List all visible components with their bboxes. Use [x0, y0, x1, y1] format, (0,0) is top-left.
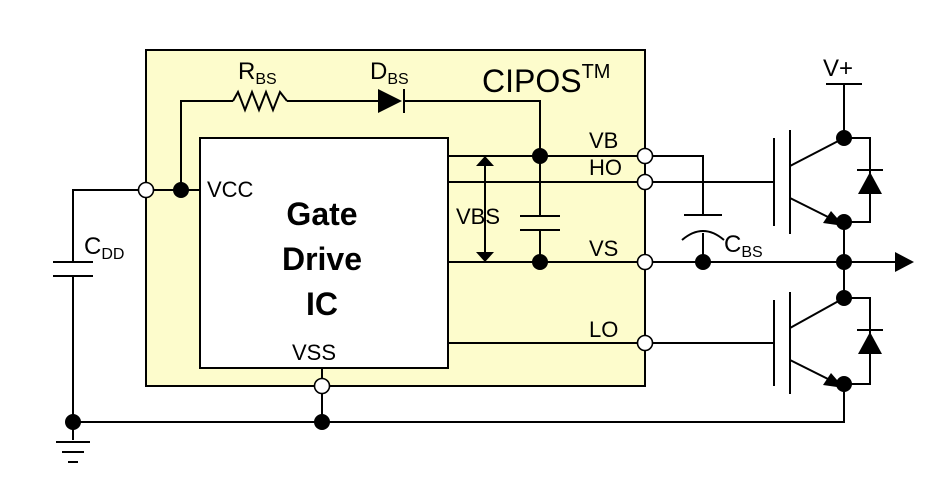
vcc-pin-label: VCC [207, 177, 254, 202]
ic-label-gate: Gate [286, 196, 357, 232]
ground-symbol [56, 441, 90, 463]
vb-pin-label: VB [589, 128, 618, 153]
module-pins [137, 147, 654, 395]
lower-freewheel-diode-symbol [857, 329, 883, 354]
wires [72, 83, 895, 440]
upper-freewheel-diode-symbol [857, 169, 883, 194]
ho-pin-label: HO [589, 155, 622, 180]
internal-bootstrap-capacitor-symbol [520, 215, 560, 231]
module-name-label: CIPOSTM [482, 61, 610, 99]
output-arrow [895, 252, 914, 272]
gate-drive-ic-box [199, 137, 449, 369]
cbs-label: CBS [724, 231, 763, 261]
resistor-rbs-symbol [232, 89, 288, 113]
junction-dots [65, 130, 852, 430]
lo-pin-label: LO [589, 317, 618, 342]
rbs-label: RBS [238, 58, 277, 88]
vbs-voltage-arrow [476, 156, 494, 262]
dbs-label: DBS [370, 58, 409, 88]
vplus-label: V+ [823, 55, 853, 82]
vbs-label: VBS [456, 204, 500, 229]
cdd-label: CDD [84, 233, 124, 263]
diode-dbs-symbol [378, 89, 405, 113]
capacitor-cdd-symbol [53, 261, 93, 277]
capacitor-cbs-symbol [681, 214, 725, 241]
vs-pin-label: VS [589, 236, 618, 261]
vss-pin-label: VSS [292, 340, 336, 365]
ic-label-ic: IC [306, 286, 338, 322]
ic-label-drive: Drive [282, 241, 362, 277]
